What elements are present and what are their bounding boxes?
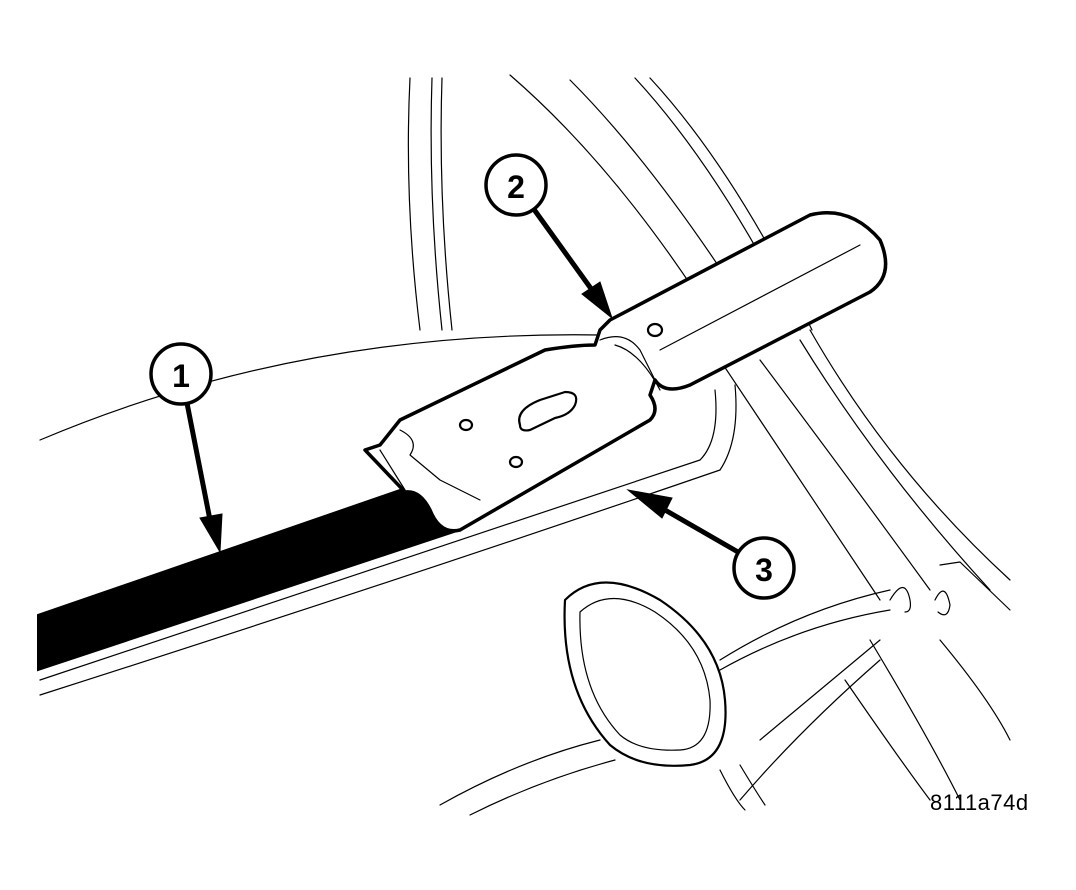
figure-id: 8111a74d	[930, 790, 1029, 815]
callout-2-label: 2	[507, 169, 525, 205]
callout-3-label: 3	[755, 552, 773, 588]
callout-3-arrowhead	[626, 489, 673, 519]
callout-2: 2	[484, 153, 614, 320]
callout-2-circle	[484, 153, 548, 217]
callout-1-arrowhead	[199, 513, 223, 554]
callout-1-label: 1	[172, 358, 190, 394]
callout-2-arrowhead	[581, 281, 614, 320]
callout-3-circle	[732, 536, 796, 600]
retainer-clip	[363, 211, 888, 533]
callout-1: 1	[149, 342, 223, 554]
callout-3: 3	[626, 489, 796, 600]
vehicle-body-outline	[39, 74, 1011, 816]
callout-1-circle	[149, 342, 213, 406]
